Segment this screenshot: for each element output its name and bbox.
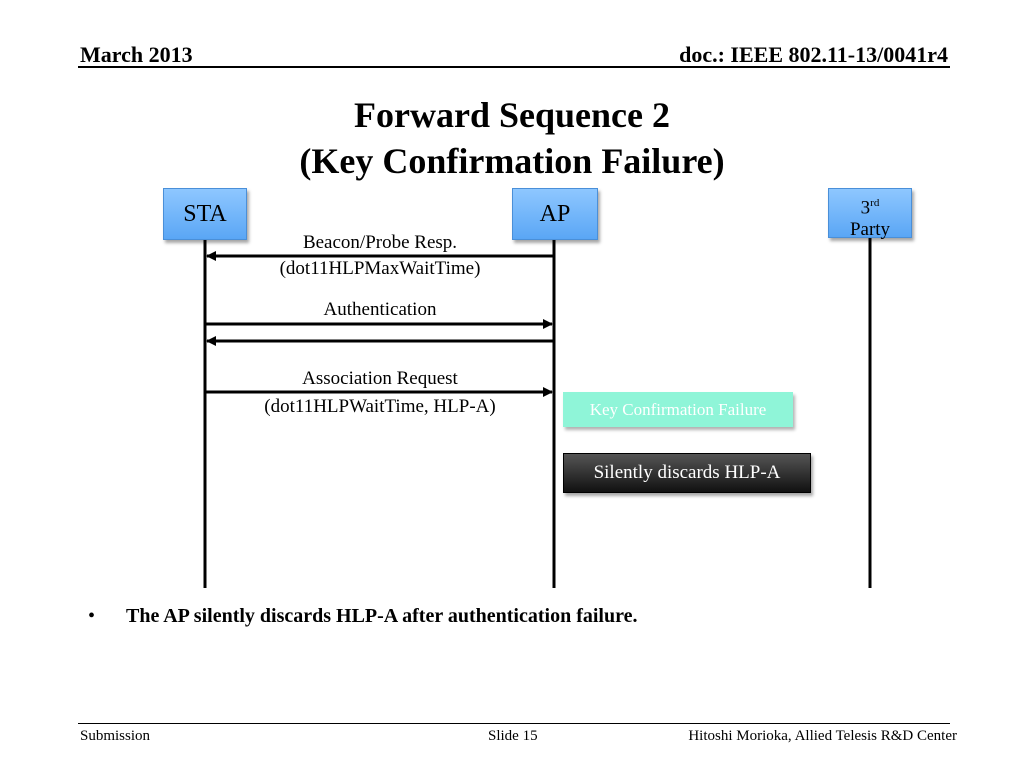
assoc-label-line1: Association Request <box>302 368 458 389</box>
footer-submission: Submission <box>80 728 151 744</box>
footer-slide-number: Slide 15 <box>488 728 538 744</box>
slide-title-line2: (Key Confirmation Failure) <box>299 141 725 181</box>
sta-box: STA <box>163 188 247 240</box>
footer-rule <box>78 723 950 724</box>
third-party-number: 3 <box>860 197 871 219</box>
header-date: March 2013 <box>80 42 193 67</box>
beacon-label-line2: (dot11HLPMaxWaitTime) <box>279 258 481 279</box>
assoc-label-line2: (dot11HLPWaitTime, HLP-A) <box>264 396 496 417</box>
footer-author: Hitoshi Morioka, Allied Telesis R&D Cent… <box>688 728 957 744</box>
auth-label: Authentication <box>323 299 437 320</box>
third-party-ordinal: 3rd <box>829 192 911 219</box>
ap-box: AP <box>512 188 598 240</box>
header-rule <box>78 66 950 68</box>
header-doc-id: doc.: IEEE 802.11-13/0041r4 <box>679 42 948 67</box>
bullet-marker: • <box>88 605 96 627</box>
third-party-label: Party <box>849 219 891 241</box>
bullet-text: The AP silently discards HLP-A after aut… <box>126 605 638 627</box>
slide-title-line1: Forward Sequence 2 <box>354 95 670 135</box>
key-confirmation-failure-note: Key Confirmation Failure <box>563 392 793 427</box>
third-party-box: 3rd Party <box>828 188 912 241</box>
silently-discards-note: Silently discards HLP-A <box>563 453 811 493</box>
beacon-label-line1: Beacon/Probe Resp. <box>302 232 458 253</box>
third-party-superscript: rd <box>870 197 880 209</box>
